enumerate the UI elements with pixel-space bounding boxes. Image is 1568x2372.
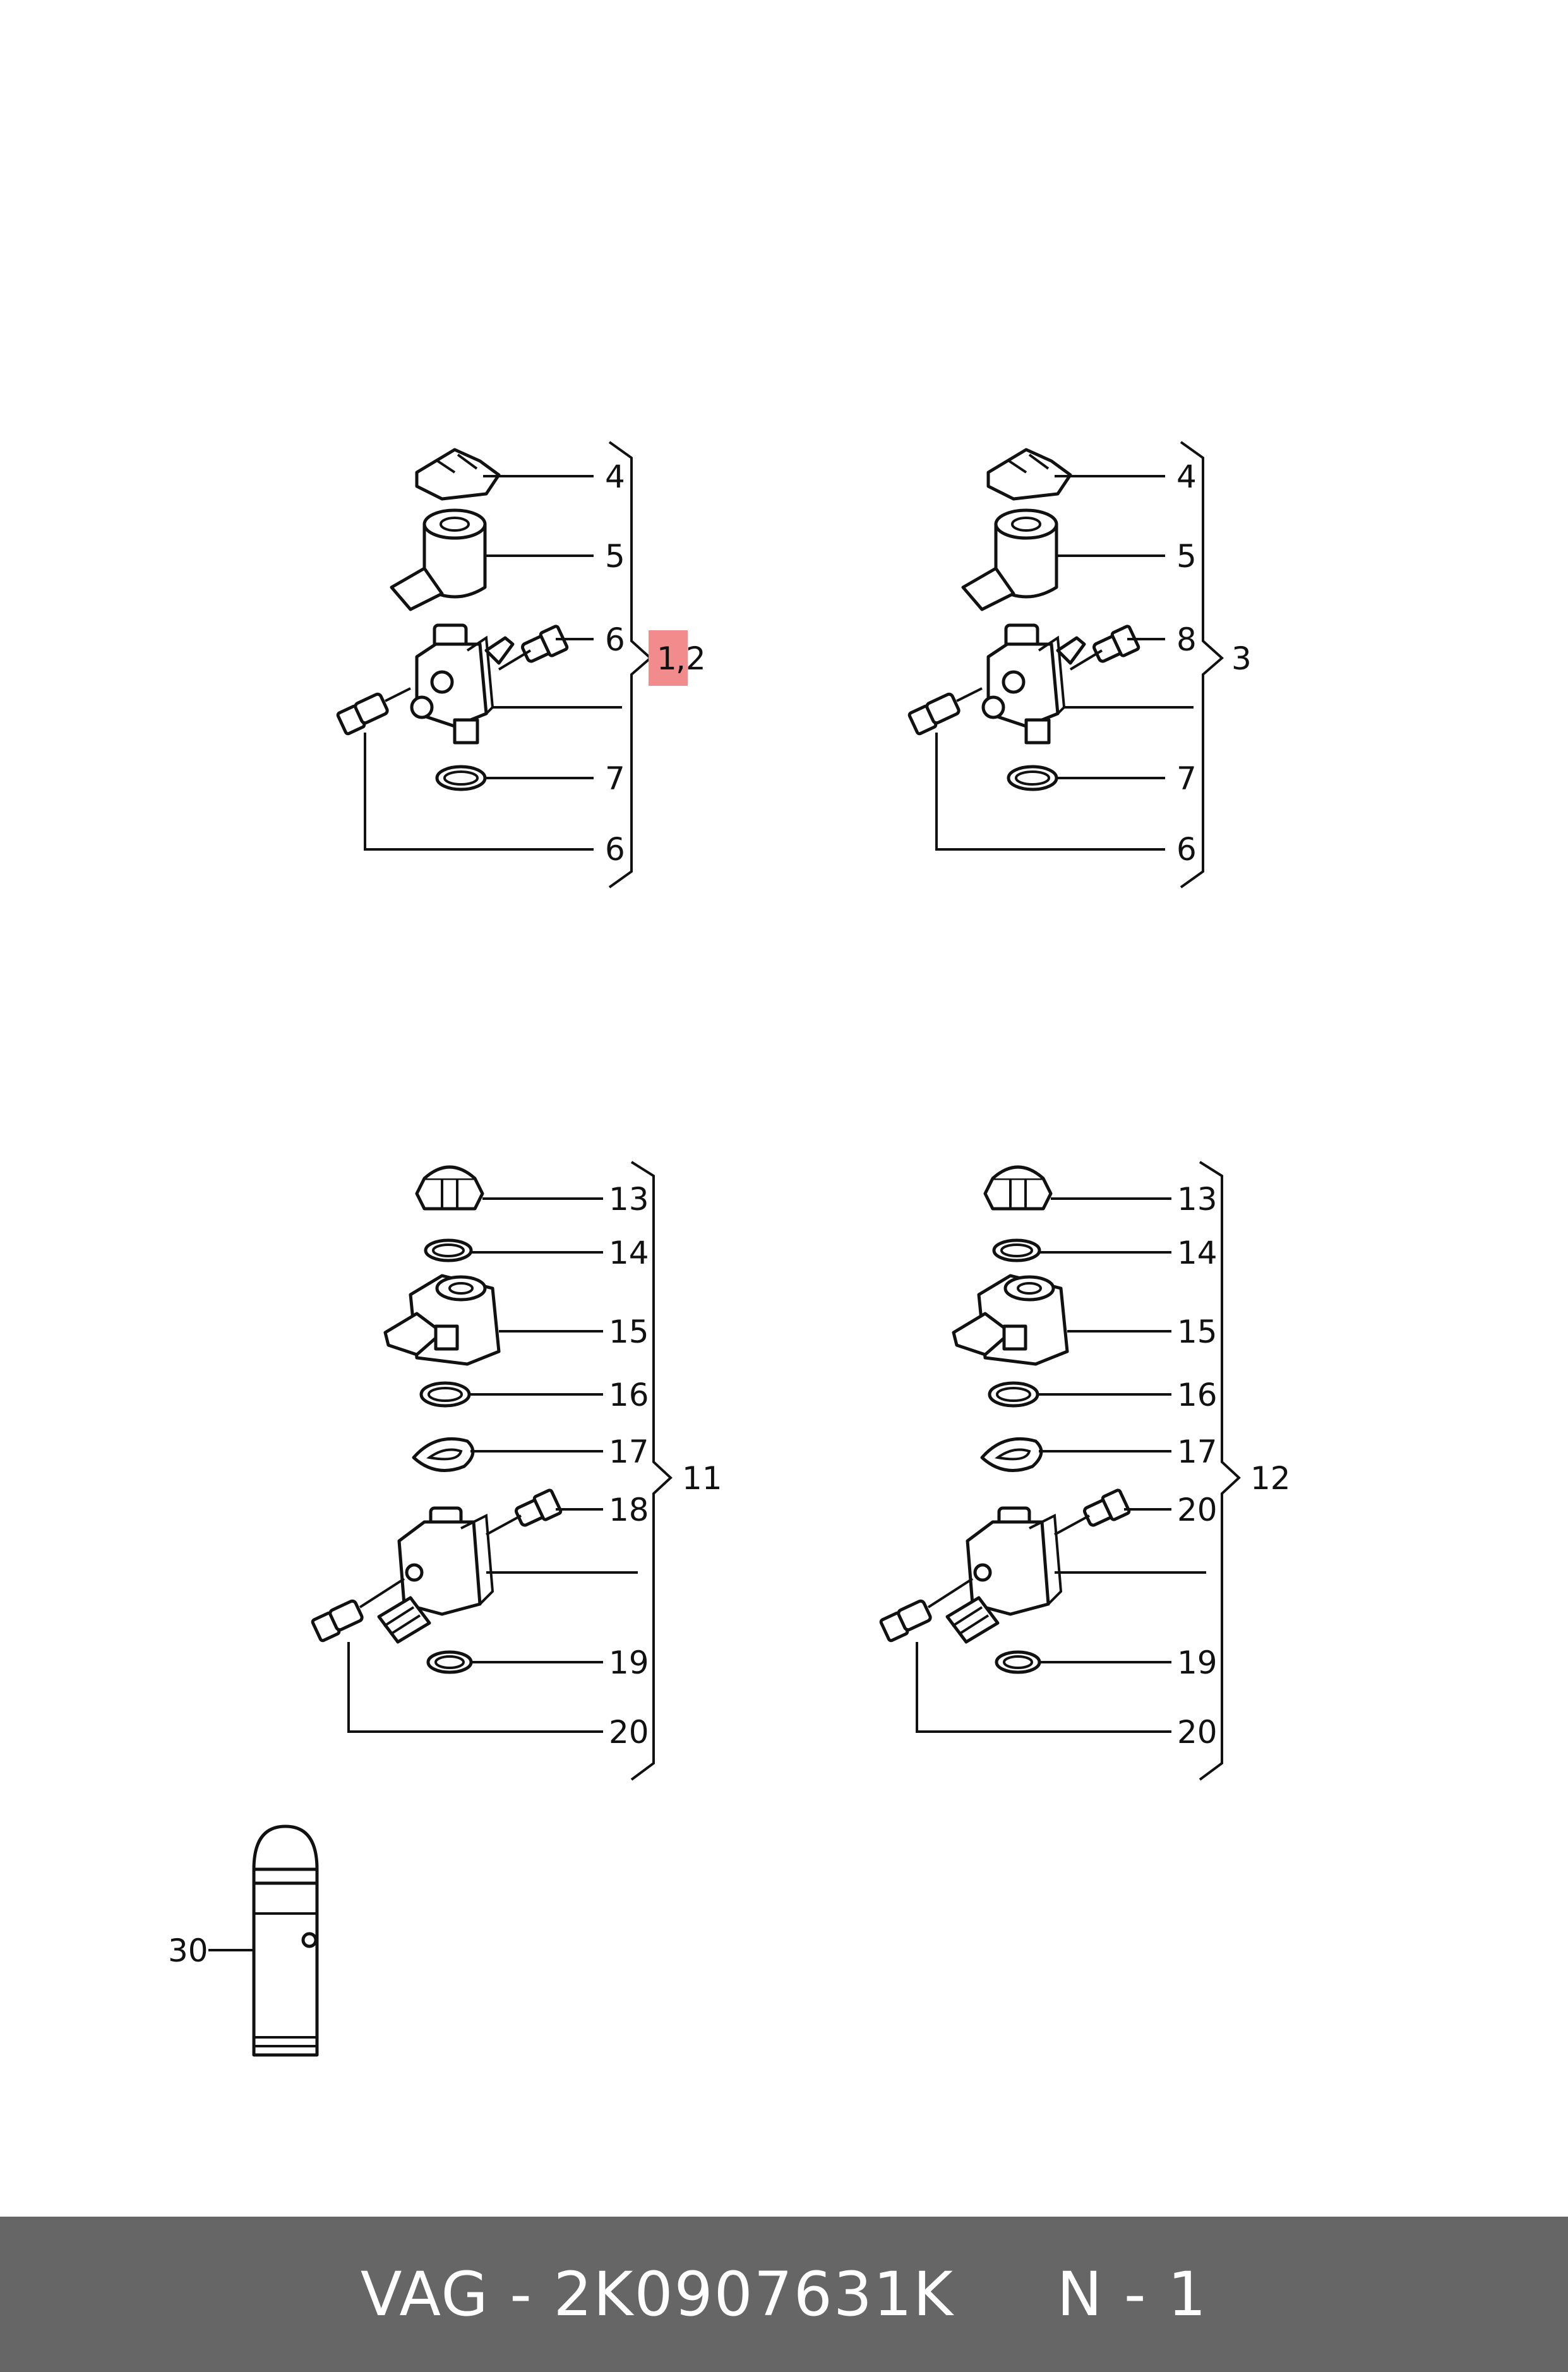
group-1-assembly: 4 5 6 7 6 1 ,2 <box>336 441 706 889</box>
gasket-part <box>980 1437 1043 1472</box>
callout-13: 13 <box>1177 1181 1218 1218</box>
callout-8: 8 <box>1176 621 1197 658</box>
fitting-left-part <box>907 687 983 736</box>
callout-14: 14 <box>1177 1235 1218 1271</box>
callout-4: 4 <box>605 458 625 495</box>
parts-diagram: 4 5 6 7 6 1 ,2 <box>168 441 1291 2057</box>
cap-nut-part <box>983 1165 1053 1211</box>
assembly-label-11: 11 <box>682 1460 722 1497</box>
callout-7: 7 <box>1176 760 1197 797</box>
callout-17: 17 <box>1177 1434 1218 1470</box>
valve-body-part <box>945 1506 1063 1644</box>
valve-body-part <box>410 623 515 745</box>
assembly-label-2: ,2 <box>676 640 706 677</box>
callout-18: 18 <box>609 1492 649 1528</box>
group-3-assembly: 13 14 15 16 17 18 19 20 11 <box>311 1161 722 1781</box>
assembly-label-1: 1 <box>657 640 677 677</box>
callout-14: 14 <box>609 1235 649 1271</box>
clip-part <box>415 448 501 501</box>
fitting-left-part <box>311 1578 405 1643</box>
callout-6: 6 <box>1176 831 1197 868</box>
callout-13: 13 <box>609 1181 649 1218</box>
coil-part <box>383 1274 501 1366</box>
tube-part-30: 30 <box>168 1824 319 2057</box>
callout-6-upper: 6 <box>605 621 625 658</box>
cap-nut-part <box>415 1165 484 1211</box>
clip-part <box>986 448 1072 501</box>
fitting-left-part <box>879 1578 974 1643</box>
assembly-label-3: 3 <box>1231 640 1252 677</box>
coil-part <box>390 508 487 611</box>
callout-20-upper: 20 <box>1177 1492 1218 1528</box>
assembly-label-12: 12 <box>1250 1460 1291 1497</box>
assembly-label-highlight <box>649 630 688 686</box>
callout-16: 16 <box>1177 1377 1218 1413</box>
fitting-right-part <box>486 1488 563 1536</box>
callout-4: 4 <box>1176 458 1197 495</box>
callout-15: 15 <box>1177 1314 1218 1350</box>
fitting-right-part <box>498 625 569 671</box>
fitting-right-part <box>1054 1488 1131 1536</box>
callout-20-lower: 20 <box>1177 1714 1218 1751</box>
callout-19: 19 <box>1177 1644 1218 1681</box>
coil-part <box>961 508 1058 611</box>
callout-19: 19 <box>609 1644 649 1681</box>
part-number-caption: VAG - 2K0907631K N - 1 <box>360 2259 1208 2330</box>
callout-7: 7 <box>605 760 625 797</box>
callout-15: 15 <box>609 1314 649 1350</box>
callout-30: 30 <box>168 1932 208 1969</box>
callout-5: 5 <box>1176 538 1197 575</box>
callout-6-lower: 6 <box>605 831 625 868</box>
valve-body-part <box>377 1506 494 1644</box>
callout-20: 20 <box>609 1714 649 1751</box>
valve-body-part <box>981 623 1086 745</box>
callout-5: 5 <box>605 538 625 575</box>
callout-17: 17 <box>609 1434 649 1470</box>
coil-part <box>952 1274 1069 1366</box>
fitting-right-part <box>1069 625 1140 671</box>
callout-16: 16 <box>609 1377 649 1413</box>
fitting-left-part <box>336 687 411 736</box>
group-4-assembly: 13 14 15 16 17 20 19 20 12 <box>879 1161 1291 1781</box>
footer-bar: VAG - 2K0907631K N - 1 <box>0 2217 1568 2372</box>
gasket-part <box>412 1437 475 1472</box>
group-2-assembly: 4 5 8 7 6 3 <box>907 441 1252 889</box>
